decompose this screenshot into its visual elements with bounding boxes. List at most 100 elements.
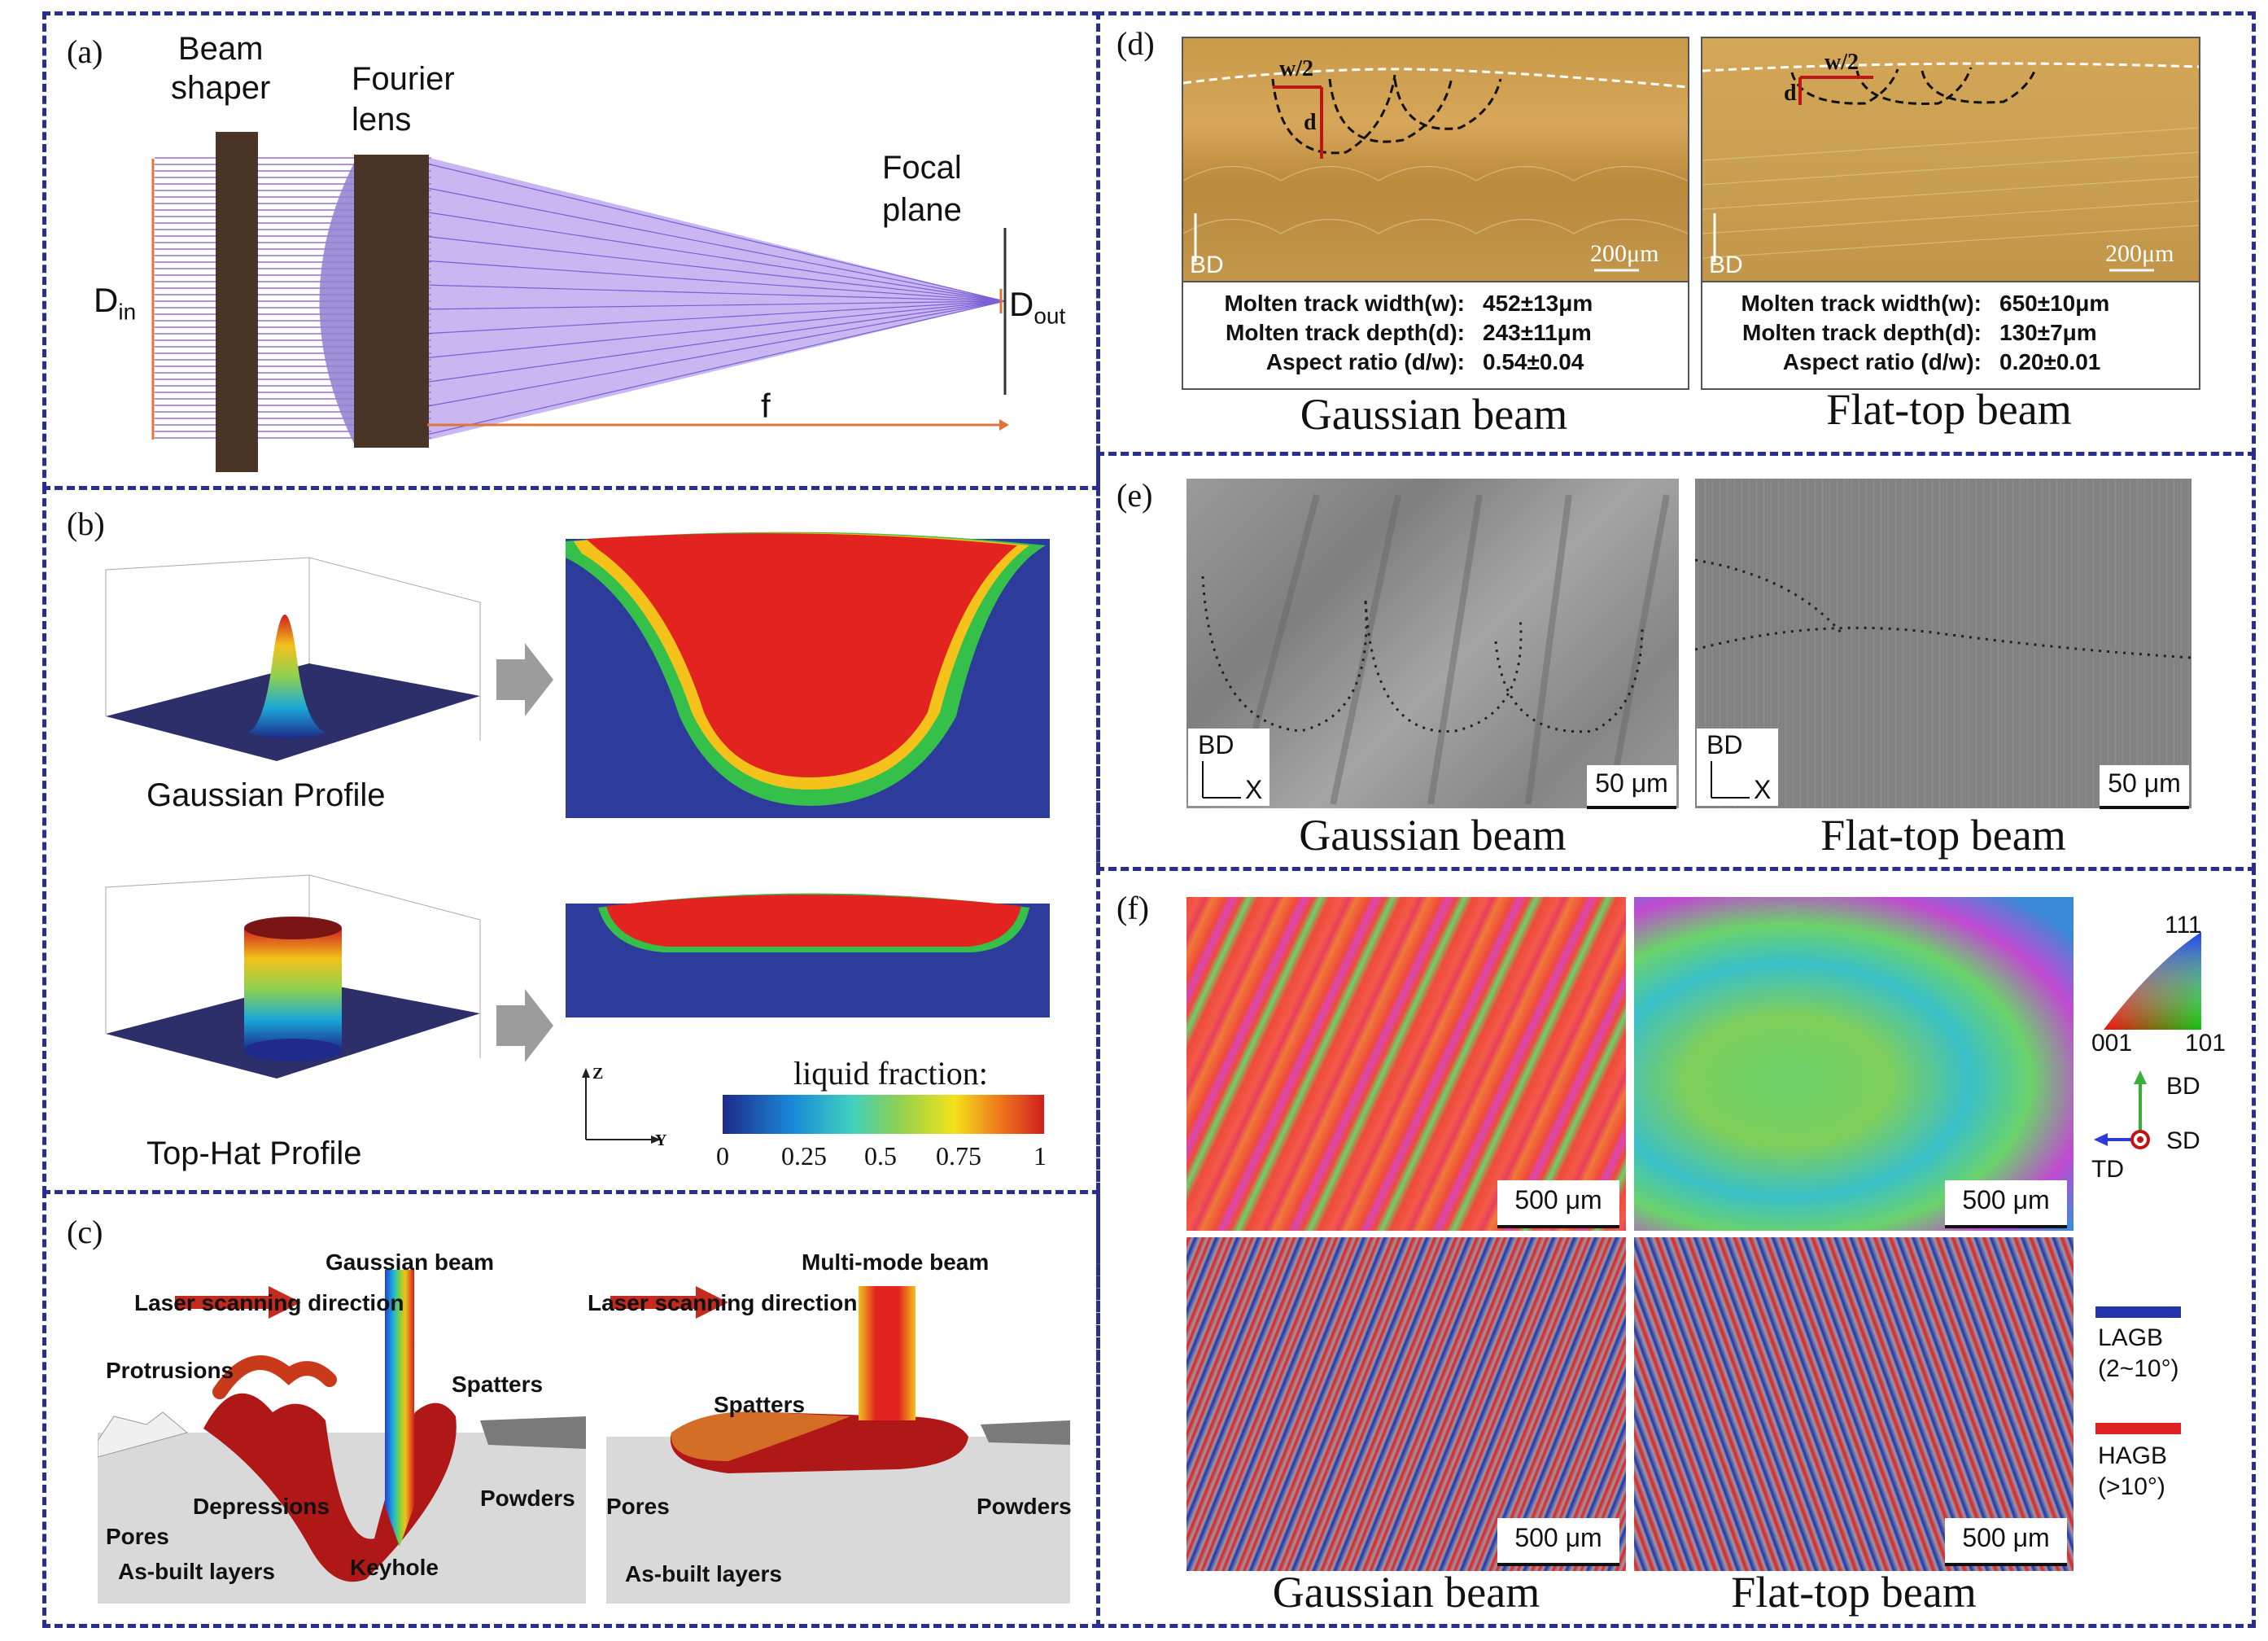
powders-label: Powders [480,1486,575,1511]
td-axis-label: TD [2091,1156,2124,1183]
colorbar-tick: 0 [716,1141,729,1171]
panel-f-frame [1096,867,2256,1628]
powders-label-2: Powders [977,1494,1072,1519]
fourier-lens-block [319,163,354,444]
colorbar-tick: 0.25 [781,1141,827,1171]
bd-axis-label: BD [2166,1073,2200,1100]
spatters-label-2: Spatters [714,1392,806,1417]
c-scan-direction-label-2: Laser scanning direction [588,1290,858,1315]
colorbar-tick: 1 [1033,1141,1047,1171]
scale-500um-label: 500 μm [1945,1518,2067,1566]
keyhole-label: Keyhole [350,1555,439,1580]
flattop-boundary-map [1634,1237,2074,1571]
panel-a-label: (a) [67,33,103,70]
scale-500um-label: 500 μm [1945,1180,2067,1228]
flattop-track-info-box [1701,281,2200,390]
d-gaussian-caption: Gaussian beam [1300,390,1568,439]
arrow-right-icon [496,989,553,1062]
zy-axes [582,1068,661,1144]
bd-x-axes-icon [1202,761,1241,799]
panel-f-label: (f) [1117,890,1149,926]
d-flattop-caption: Flat-top beam [1826,385,2072,434]
bd-label: BD [1709,252,1743,278]
liquid-fraction-colorbar [723,1095,1044,1134]
tophat-profile-label: Top-Hat Profile [146,1136,362,1171]
c-scan-direction-label: Laser scanning direction [134,1290,404,1315]
f-gaussian-caption: Gaussian beam [1272,1568,1540,1617]
bd-label: BD [1706,730,1743,759]
scale-200um-label: 200μm [1590,240,1659,267]
arrow-right-icon [496,643,553,716]
depth-label: d [1784,81,1797,106]
bd-label: BD [1198,730,1235,759]
multimode-beam-schematic [606,1286,1070,1604]
hagb-legend-swatch [2095,1423,2181,1434]
flattop-track-stats: Molten track width(w):650±10μm Molten tr… [1741,291,2110,374]
as-built-layers-label-2: As-built layers [625,1561,782,1586]
ipf-001-label: 001 [2091,1030,2133,1057]
scale-200um-label: 200μm [2105,240,2174,267]
gaussian-beam-schematic [98,1270,586,1604]
e-left-axes-box [1188,729,1269,806]
gaussian-profile-label: Gaussian Profile [146,777,386,813]
bd-x-axes-icon [1711,761,1750,799]
d-out-label: Dout [1009,285,1066,329]
focal-length-label: f [761,387,771,425]
liquid-fraction-title: liquid fraction: [793,1055,988,1092]
w-half-label: w/2 [1279,56,1313,81]
depressions-label: Depressions [193,1494,330,1519]
w-half-label: w/2 [1824,50,1859,75]
e-gaussian-caption: Gaussian beam [1299,811,1567,860]
c-multimode-beam-label: Multi-mode beam [802,1249,990,1275]
gaussian-track-stats: Molten track width(w):452±13μm Molten tr… [1224,291,1593,374]
panel-b-label: (b) [67,505,105,542]
tophat-profile-3d-plot [105,874,481,1079]
gaussian-ipf-map [1186,897,1626,1231]
panel-e-label: (e) [1117,477,1153,514]
scale-500um-label: 500 μm [1497,1518,1619,1566]
ipf-111-label: 111 [2165,912,2202,939]
f-flattop-caption: Flat-top beam [1731,1568,1977,1617]
e-flattop-caption: Flat-top beam [1820,811,2066,860]
lagb-legend-swatch [2095,1306,2181,1318]
protrusions-label: Protrusions [106,1358,234,1383]
colorbar-tick: 0.75 [936,1141,981,1171]
ipf-color-key-triangle [2104,932,2201,1030]
melt-pool-outlines [1183,68,1688,272]
gaussian-profile-3d-plot [105,557,481,761]
beam-shaper-label: Beam shaper [171,31,271,106]
gaussian-boundary-map [1186,1237,1626,1571]
tophat-melt-pool-simulation [566,893,1050,1017]
panel-d-label: (d) [1117,25,1155,62]
sample-axes-icon [2094,1070,2150,1149]
panel-c-label: (c) [67,1214,103,1250]
melt-pool-outlines [1702,62,2199,272]
gaussian-track-info-box [1182,281,1689,390]
x-axis-label: X [1245,775,1263,804]
fourier-lens-label: Fourier lens [352,61,455,138]
e-right-axes-box [1697,729,1778,806]
beam-shaping-diagram [151,132,1009,472]
depth-label: d [1304,110,1317,135]
flattop-ipf-map [1634,897,2074,1231]
c-gaussian-beam-label: Gaussian beam [326,1249,494,1275]
d-in-label: Din [94,281,137,325]
scale-500um-label: 500 μm [1497,1180,1619,1228]
beam-shaper-block [216,132,258,472]
colorbar-tick: 0.5 [864,1141,897,1171]
focal-plane-label: Focal plane [882,150,962,228]
melt-pool-outlines [1695,558,2192,659]
gaussian-track-micrograph: w/2 d BD 200μm [1182,37,1689,284]
hagb-legend-label: HAGB (>10°) [2098,1442,2168,1500]
scale-50um-label: 50 μm [2100,765,2189,809]
pores-label-2: Pores [606,1494,670,1519]
axis-z-label: Z [592,1065,604,1083]
x-axis-label: X [1754,775,1772,804]
flattop-track-micrograph: w/2 d BD 200μm [1701,37,2200,284]
spatters-label: Spatters [452,1372,544,1397]
bd-label: BD [1190,252,1224,278]
axis-y-label: Y [655,1131,667,1149]
ipf-101-label: 101 [2185,1030,2226,1057]
scale-50um-label: 50 μm [1587,765,1676,809]
sd-axis-label: SD [2166,1127,2200,1154]
